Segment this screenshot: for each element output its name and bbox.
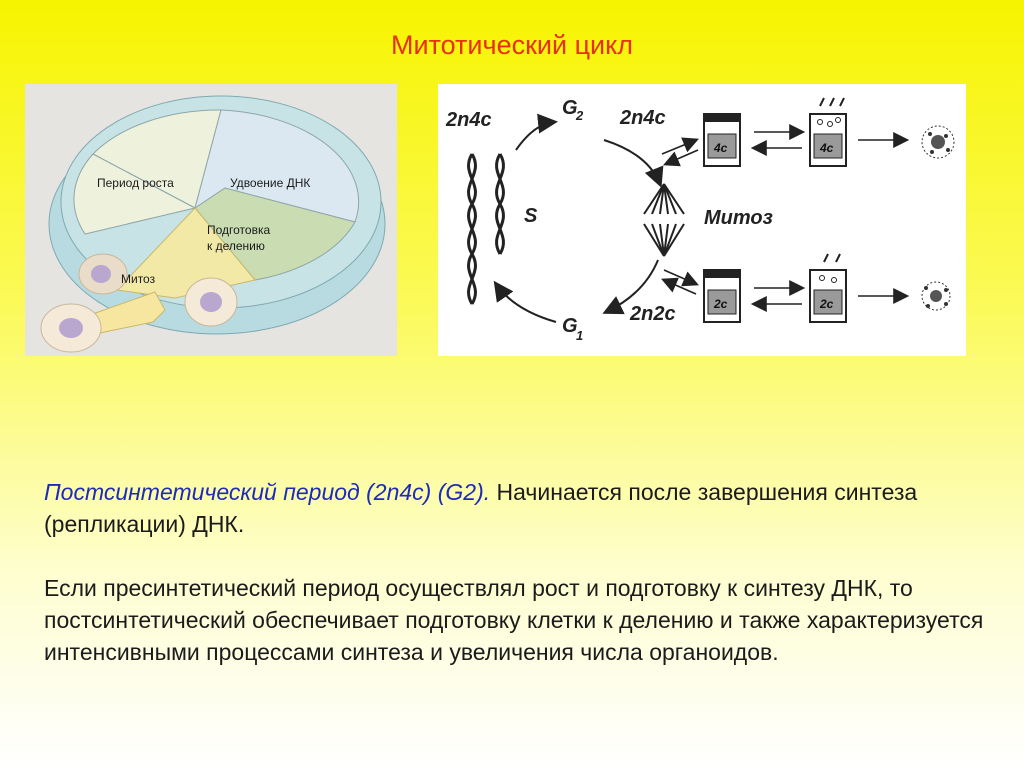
label-mitosis: Митоз bbox=[121, 272, 156, 286]
sector-prep bbox=[194, 187, 356, 281]
label-growth: Период роста bbox=[97, 176, 174, 190]
arrow-g1-jar-out bbox=[661, 277, 697, 295]
label-g2: G 2 bbox=[562, 97, 584, 123]
label-2n2c: 2n2c bbox=[629, 303, 676, 325]
dna-helix-icon bbox=[467, 153, 505, 305]
mitosis-spindle-icon bbox=[643, 183, 685, 257]
jar-2c-open: 2c bbox=[809, 253, 847, 323]
g2-description: Начинается после завершения синтеза (реп… bbox=[44, 479, 918, 537]
svg-text:2c: 2c bbox=[713, 297, 728, 311]
arrow-s-to-g2 bbox=[515, 113, 558, 151]
sector-dna bbox=[194, 109, 360, 223]
label-2n4c-top: 2n4c bbox=[619, 107, 666, 129]
sector-growth bbox=[92, 109, 222, 209]
svg-text:2: 2 bbox=[575, 108, 584, 123]
paragraph-g2: Постсинтетический период (2n4c) (G2). На… bbox=[44, 476, 984, 540]
jar-2c-closed: 2c bbox=[703, 269, 741, 323]
mitotic-cycle-schema: 2n4c G 2 2n4c S Митоз G 1 2n2c bbox=[438, 84, 966, 356]
label-s: S bbox=[524, 205, 538, 227]
slide-title: Митотический цикл bbox=[391, 30, 633, 60]
cell-middle-nucleus bbox=[91, 265, 111, 283]
label-dna: Удвоение ДНК bbox=[230, 176, 310, 190]
svg-text:G: G bbox=[562, 315, 578, 337]
arrow-g1-jar-in bbox=[663, 269, 699, 287]
label-prep-1: Подготовка bbox=[207, 223, 270, 237]
g2-term: Постсинтетический период (2n4c) (G2). bbox=[44, 479, 491, 505]
cell-top-right-icon bbox=[921, 125, 955, 159]
jar-4c-open: 4c bbox=[809, 97, 847, 167]
label-2n4c-left: 2n4c bbox=[445, 109, 492, 131]
arrow-g1-to-s bbox=[493, 280, 557, 323]
label-mitosis-right: Митоз bbox=[704, 207, 773, 229]
svg-text:G: G bbox=[562, 97, 578, 119]
cell-bottom-right-icon bbox=[921, 281, 951, 311]
cell-left-nucleus bbox=[59, 318, 83, 338]
cell-cycle-pie-diagram: Период роста Удвоение ДНК Подготовка к д… bbox=[25, 84, 397, 356]
svg-text:2c: 2c bbox=[819, 297, 834, 311]
arrow-g2-to-mitosis bbox=[603, 139, 664, 188]
arrow-g2-jar-out bbox=[663, 149, 699, 167]
label-g1: G 1 bbox=[562, 315, 583, 343]
arrow-mitosis-to-g1 bbox=[602, 259, 659, 315]
label-prep-2: к делению bbox=[207, 239, 265, 253]
jar-4c-closed: 4c bbox=[703, 113, 741, 167]
svg-text:1: 1 bbox=[576, 328, 583, 343]
svg-text:4c: 4c bbox=[713, 141, 728, 155]
cell-right-nucleus bbox=[200, 292, 222, 312]
mitosis-wedge bbox=[115, 207, 256, 299]
paragraph-comparison: Если пресинтетический период осуществлял… bbox=[44, 575, 984, 665]
svg-text:4c: 4c bbox=[819, 141, 834, 155]
arrow-g2-jar-in bbox=[661, 137, 699, 155]
sector-growth-lower bbox=[73, 153, 197, 235]
description-text: Постсинтетический период (2n4c) (G2). На… bbox=[44, 476, 984, 668]
